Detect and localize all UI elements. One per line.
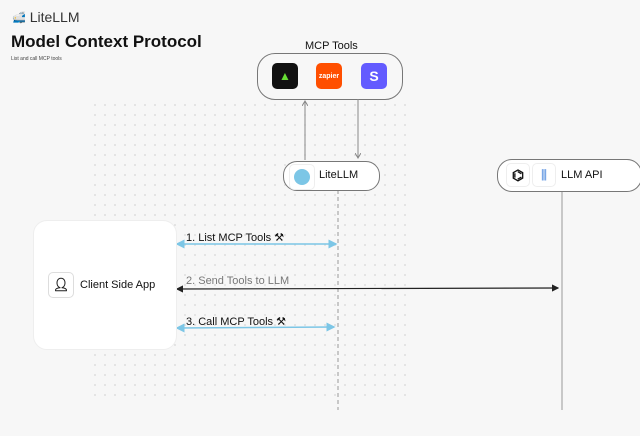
step1-label: 1. List MCP Tools ⚒ — [186, 232, 285, 244]
step3-label: 3. Call MCP Tools ⚒ — [186, 316, 286, 328]
brand-name: LiteLLM — [29, 9, 80, 25]
tool-zapier-icon[interactable]: zapier — [316, 63, 342, 89]
tool-stripe-icon[interactable]: S — [361, 63, 387, 89]
llama-index-icon: ⫼ — [532, 163, 556, 187]
step2-label: 2. Send Tools to LLM — [186, 275, 290, 287]
litellm-node[interactable]: LiteLLM — [283, 161, 380, 191]
tool-triangle-icon[interactable]: ▲ — [272, 63, 298, 89]
mcp-tools-group: ▲ zapier S — [257, 53, 403, 100]
openai-icon: ⌬ — [506, 163, 530, 187]
litellm-icon — [289, 164, 315, 190]
page-subtitle: List and call MCP tools — [11, 56, 62, 62]
client-label: Client Side App — [80, 279, 156, 291]
tools-icon: ⚒ — [276, 316, 286, 328]
llm-api-node[interactable]: ⌬ ⫼ LLM API — [497, 159, 640, 192]
page-title: Model Context Protocol — [11, 32, 202, 51]
client-side-app[interactable]: 👤︎ Client Side App — [33, 220, 177, 350]
llm-api-label: LLM API — [561, 169, 603, 181]
litellm-label: LiteLLM — [319, 169, 359, 181]
mcp-tools-title: MCP Tools — [305, 40, 358, 52]
brand-logo: 🚅 LiteLLM — [12, 9, 80, 25]
train-icon: 🚅 — [12, 11, 26, 24]
tools-icon: ⚒ — [274, 232, 285, 244]
step2-arrow — [175, 284, 560, 293]
user-icon: 👤︎ — [48, 272, 74, 298]
step3-arrow — [175, 322, 336, 333]
